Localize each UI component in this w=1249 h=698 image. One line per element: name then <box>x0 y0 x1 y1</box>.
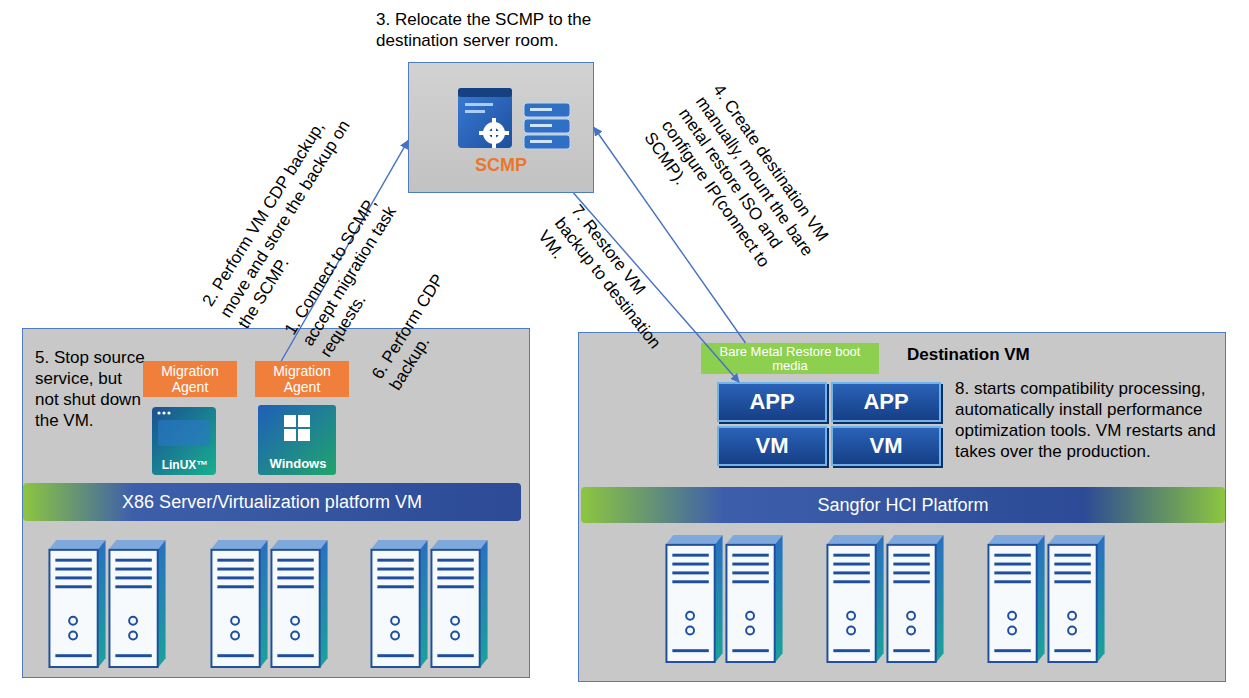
server-icon <box>987 535 1044 663</box>
step-note: 3. Relocate the SCMP to the destination … <box>376 9 628 51</box>
node-text: Bare Metal Restore boot media <box>705 345 875 373</box>
os-icon: Windows <box>259 406 337 476</box>
server-icon <box>1047 535 1104 663</box>
boot-media-box: Bare Metal Restore boot media <box>701 343 879 374</box>
scmp-icon <box>458 88 570 149</box>
windows-icon <box>258 405 336 475</box>
linux-icon <box>152 407 216 475</box>
node-text: VM <box>756 433 789 459</box>
platform-band: Sangfor HCI Platform <box>581 487 1225 523</box>
source-panel: 5. Stop source service, but not shut dow… <box>22 328 530 678</box>
node-text: 5. Stop source service, but not shut dow… <box>35 347 145 431</box>
edge-label: 4. Create destination VM manually, mount… <box>640 80 841 304</box>
server-icon <box>370 540 427 668</box>
server-icon <box>48 540 105 668</box>
platform-band: X86 Server/Virtualization platform VM <box>23 483 521 521</box>
node-text: Migration Agent <box>149 363 231 395</box>
node-text: APP <box>749 389 794 415</box>
app-box: APP <box>717 382 827 422</box>
node-text: Windows <box>259 456 337 471</box>
node-text: Migration Agent <box>261 363 343 395</box>
vm-box: VM <box>831 426 941 466</box>
server-icon <box>725 535 782 663</box>
node-text: APP <box>863 389 908 415</box>
node-text: Destination VM <box>907 345 1030 365</box>
server-icon <box>826 535 883 663</box>
server-icon <box>210 540 267 668</box>
server-icon <box>665 535 722 663</box>
destination-panel: Destination VM 8. starts compatibility pr… <box>578 332 1226 682</box>
server-icon <box>430 540 487 668</box>
server-icon <box>270 540 327 668</box>
node-text: Sangfor HCI Platform <box>817 495 988 516</box>
node-text: LinUX™ <box>153 458 217 472</box>
os-icon: LinUX™ <box>153 408 217 476</box>
node-text: SCMP <box>409 155 593 176</box>
agent-box: Migration Agent <box>143 361 237 397</box>
app-box: APP <box>831 382 941 422</box>
server-rack <box>48 535 1104 668</box>
server-icon <box>108 540 165 668</box>
node-text: X86 Server/Virtualization platform VM <box>122 492 422 513</box>
node-text: VM <box>870 433 903 459</box>
agent-box: Migration Agent <box>255 361 349 397</box>
server-icon <box>886 535 943 663</box>
node-text: 8. starts compatibility processing, auto… <box>955 378 1227 462</box>
vm-box: VM <box>717 426 827 466</box>
server-box: SCMP <box>408 62 594 193</box>
